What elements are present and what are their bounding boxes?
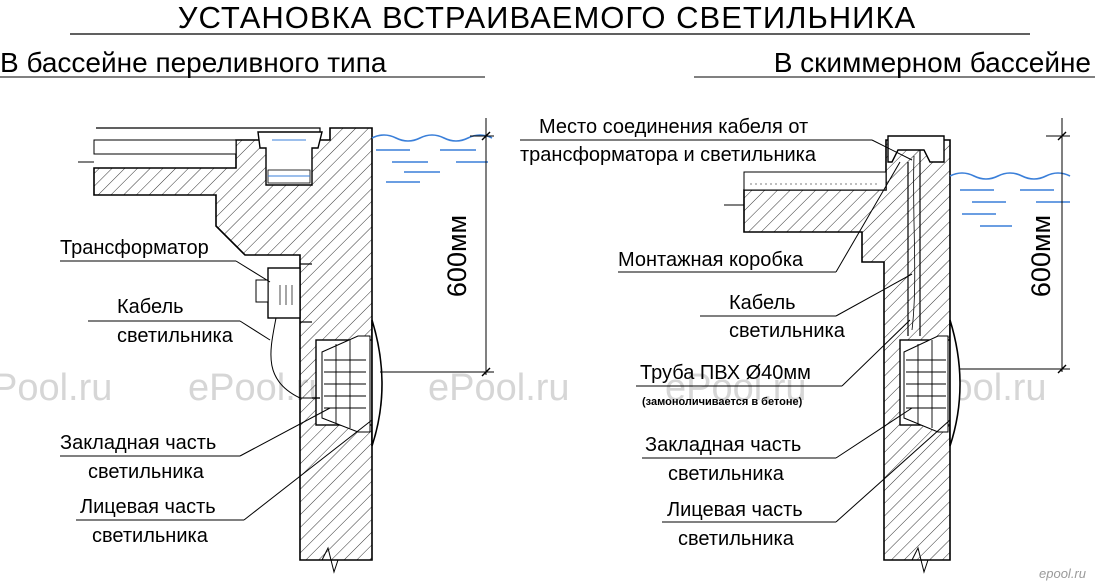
label-left-cable-line1: Кабель	[117, 296, 184, 318]
right-lamp-face	[949, 319, 961, 447]
site-logo: epool.ru	[1039, 566, 1086, 581]
right-deck-tiles	[743, 171, 887, 191]
right-dimension: 600мм	[960, 118, 1070, 374]
label-right-cable-line2: светильника	[729, 320, 846, 342]
label-left-embed-line2: светильника	[88, 461, 205, 483]
overflow-gutter	[257, 131, 323, 186]
label-left-face-line1: Лицевая часть	[80, 496, 216, 518]
label-right-face-line2: светильника	[678, 528, 795, 550]
left-deck-tiles	[93, 139, 237, 155]
diagram-title: УСТАНОВКА ВСТРАИВАЕМОГО СВЕТИЛЬНИКА	[178, 0, 916, 35]
junction-box	[887, 135, 945, 163]
watermark: ePool.ru	[428, 367, 570, 409]
left-dimension: 600мм	[380, 118, 494, 377]
label-joint-line1: Место соединения кабеля от	[539, 116, 808, 138]
left-water-surface	[371, 134, 493, 142]
left-heading: В бассейне переливного типа	[0, 47, 387, 78]
label-joint-line2: трансформатора и светильника	[520, 144, 817, 166]
label-left-embed-line1: Закладная часть	[60, 432, 216, 454]
watermark: ePool.ru	[665, 367, 807, 409]
right-water-surface	[949, 172, 1071, 180]
label-right-face-line1: Лицевая часть	[667, 499, 803, 521]
right-dimension-label: 600мм	[1026, 215, 1056, 297]
right-heading: В скиммерном бассейне	[774, 47, 1091, 78]
pvc-pipe	[907, 150, 921, 336]
right-diagram: 600мм Место соединения кабеля от трансфо…	[520, 116, 1071, 574]
label-left-cable-line2: светильника	[117, 325, 234, 347]
label-right-embed-line2: светильника	[668, 463, 785, 485]
label-pvc-pipe: Труба ПВХ Ø40мм	[640, 362, 811, 384]
left-cable	[270, 317, 316, 399]
transformer-unit	[255, 263, 312, 323]
label-mount-box: Монтажная коробка	[618, 249, 804, 271]
watermark-group: Pool.ru ePool.ru ePool.ru ePool.ru ePool…	[0, 367, 1047, 409]
label-right-embed-line1: Закладная часть	[645, 434, 801, 456]
left-lamp-face	[371, 319, 383, 447]
left-diagram: 600мм Трансформатор Кабель светильника З…	[60, 118, 494, 574]
label-left-face-line2: светильника	[92, 525, 209, 547]
watermark: Pool.ru	[0, 367, 112, 409]
label-right-cable-line1: Кабель	[729, 292, 796, 314]
left-concrete-wall	[93, 127, 373, 561]
left-dimension-label: 600мм	[442, 215, 472, 297]
label-transformer: Трансформатор	[60, 237, 209, 259]
label-pvc-pipe-note: (замоноличивается в бетоне)	[642, 396, 803, 408]
